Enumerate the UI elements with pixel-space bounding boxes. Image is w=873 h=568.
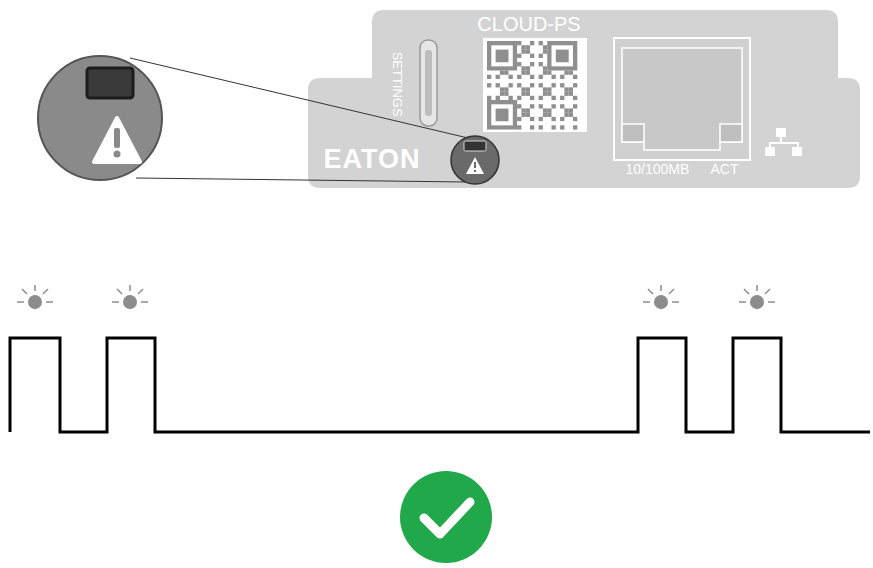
usb-c-port: [420, 40, 437, 126]
port-label: SETTINGS: [390, 51, 404, 116]
blink-waveform: [10, 285, 870, 432]
ok-check: [400, 471, 492, 563]
network-icon: [765, 128, 802, 156]
rj45-port: [614, 38, 750, 160]
brand-logo: EATON: [323, 145, 420, 175]
magnified-led: [38, 56, 162, 180]
model-name: CLOUD-PS: [477, 13, 580, 35]
magnifier-lines: [130, 58, 468, 182]
status-led: [451, 136, 499, 184]
port-label: 10/100MB ACT: [626, 162, 739, 177]
card-body: [308, 10, 860, 188]
qr-code: [483, 38, 587, 132]
